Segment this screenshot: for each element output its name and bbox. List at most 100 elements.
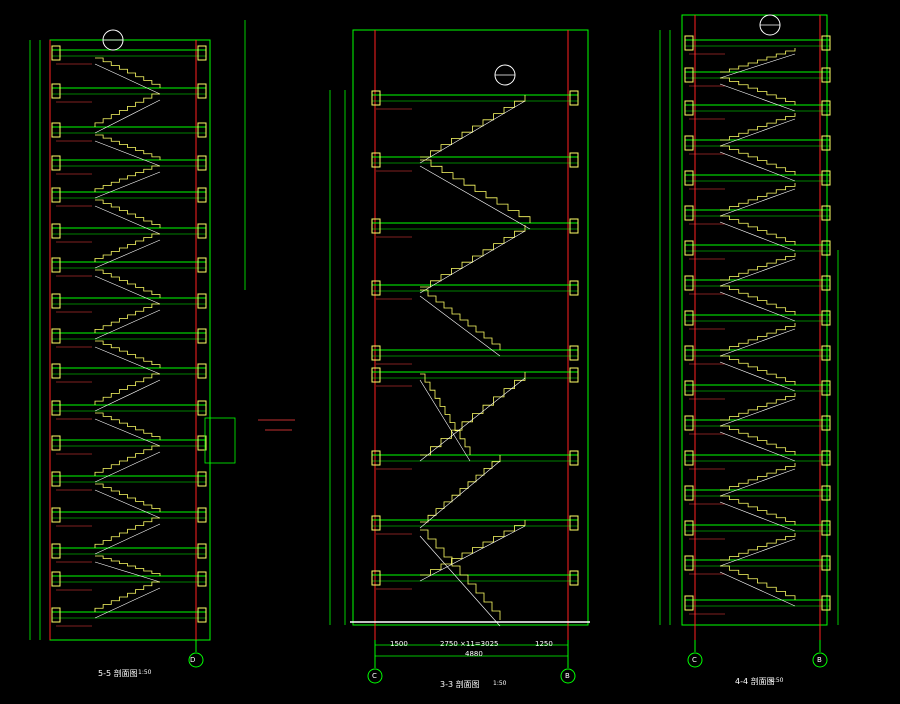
drawing-scale-3-3: 1:50 <box>493 680 507 687</box>
section-5-5 <box>29 20 246 641</box>
wall-section <box>569 218 579 234</box>
stair-slab <box>94 275 161 305</box>
axis-label-d: D <box>190 656 196 664</box>
wall-section <box>569 570 579 586</box>
stair-slab <box>719 53 796 79</box>
drawing-title-5-5: 5-5 剖面图 <box>98 669 138 678</box>
wall-section <box>684 345 694 361</box>
stair-flight <box>720 533 796 561</box>
stair-flight <box>720 323 796 351</box>
stair-flight <box>94 303 160 333</box>
wall-section <box>371 152 381 168</box>
axis-label-b-right: B <box>817 656 822 664</box>
wall-section <box>821 380 831 396</box>
axis-bubbles <box>188 640 828 684</box>
stair-flight <box>420 225 526 288</box>
wall-section <box>569 345 579 361</box>
stair-flight <box>420 520 526 576</box>
stair-slab <box>419 377 526 462</box>
stair-slab <box>94 587 161 619</box>
wall-section <box>821 100 831 116</box>
stair-flight <box>94 517 160 548</box>
wall-section <box>51 328 61 344</box>
floors-5-5 <box>51 45 207 627</box>
stair-slab <box>94 346 161 375</box>
axis-label-c-mid: C <box>372 672 377 680</box>
wall-section <box>821 310 831 326</box>
stair-slab <box>419 525 526 582</box>
stair-flight <box>420 95 526 158</box>
section-4-4 <box>659 14 839 640</box>
wall-section <box>197 507 207 523</box>
wall-section <box>569 152 579 168</box>
stair-flight <box>720 215 796 245</box>
stair-flight <box>720 113 796 141</box>
stair-flight <box>95 555 161 576</box>
wall-section <box>51 607 61 623</box>
wall-section <box>51 363 61 379</box>
wall-section <box>821 170 831 186</box>
wall-section <box>684 205 694 221</box>
stair-flight <box>720 463 796 491</box>
wall-section <box>821 35 831 51</box>
wall-section <box>51 83 61 99</box>
stair-slab <box>94 140 161 167</box>
stair-slab <box>719 538 796 567</box>
stair-slab <box>419 379 471 462</box>
wall-section <box>821 205 831 221</box>
stair-flight <box>420 529 501 620</box>
wall-section <box>684 415 694 431</box>
wall-section <box>51 155 61 171</box>
drawing-scale-4-4: 1:50 <box>770 677 784 684</box>
stair-slab <box>94 171 161 199</box>
wall-section <box>371 570 381 586</box>
wall-section <box>197 187 207 203</box>
stair-flight <box>420 159 531 223</box>
wall-section <box>684 380 694 396</box>
wall-section <box>569 90 579 106</box>
stair-flight <box>720 285 796 315</box>
wall-section <box>197 223 207 239</box>
wall-section <box>371 367 381 383</box>
stairs-5-5 <box>94 57 161 619</box>
stair-slab <box>719 468 796 497</box>
wall-section <box>51 435 61 451</box>
wall-section <box>821 555 831 571</box>
stair-slab <box>719 83 796 112</box>
wall-section <box>684 135 694 151</box>
wall-section <box>51 543 61 559</box>
wall-section <box>684 170 694 186</box>
wall-section <box>821 135 831 151</box>
wall-section <box>51 400 61 416</box>
stair-slab <box>94 489 161 519</box>
stair-flight <box>720 565 796 600</box>
stair-slab <box>719 431 796 462</box>
wall-section <box>197 543 207 559</box>
wall-section <box>821 67 831 83</box>
wall-section <box>197 435 207 451</box>
stair-flight <box>95 483 161 512</box>
wall-section <box>51 122 61 138</box>
wall-section <box>569 280 579 296</box>
wall-section <box>197 257 207 273</box>
stair-flight <box>95 412 161 440</box>
section-3-3 <box>329 29 590 657</box>
detail-fragment <box>204 417 295 464</box>
wall-section <box>684 520 694 536</box>
stair-slab <box>419 100 526 164</box>
stair-flight <box>95 134 161 160</box>
stair-flight <box>95 340 161 368</box>
stair-slab <box>719 118 796 147</box>
wall-section <box>684 450 694 466</box>
dim-total: 4880 <box>465 650 483 658</box>
stair-slab <box>719 151 796 182</box>
wall-section <box>821 240 831 256</box>
wall-section <box>684 275 694 291</box>
stair-slab <box>94 63 161 95</box>
wall-section <box>684 100 694 116</box>
wall-section <box>821 595 831 611</box>
stair-flight <box>720 145 796 175</box>
wall-section <box>197 122 207 138</box>
stair-flight <box>94 373 160 405</box>
